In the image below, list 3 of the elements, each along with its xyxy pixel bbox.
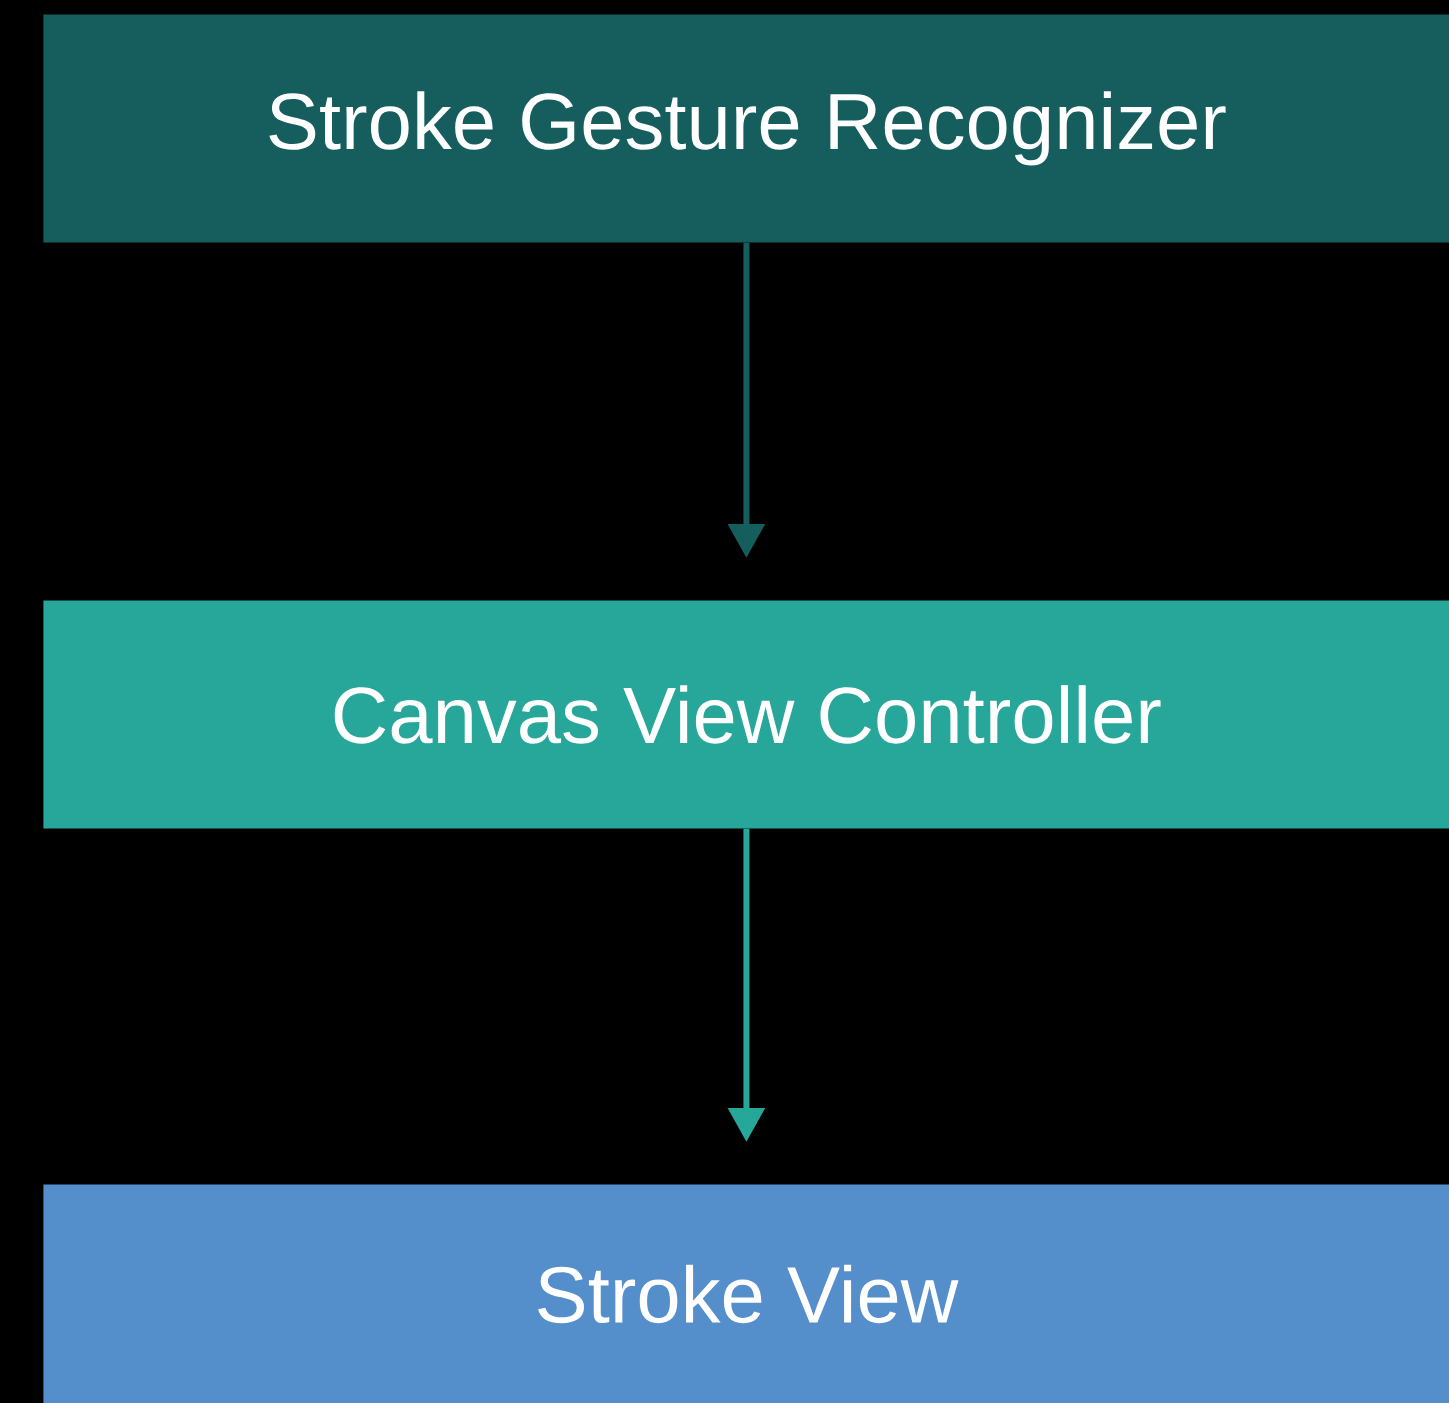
process-box: Stroke Gesture Recognizer	[43, 14, 1449, 243]
process-box: Stroke View	[43, 1184, 1449, 1403]
process-box: Canvas View Controller	[43, 600, 1449, 829]
